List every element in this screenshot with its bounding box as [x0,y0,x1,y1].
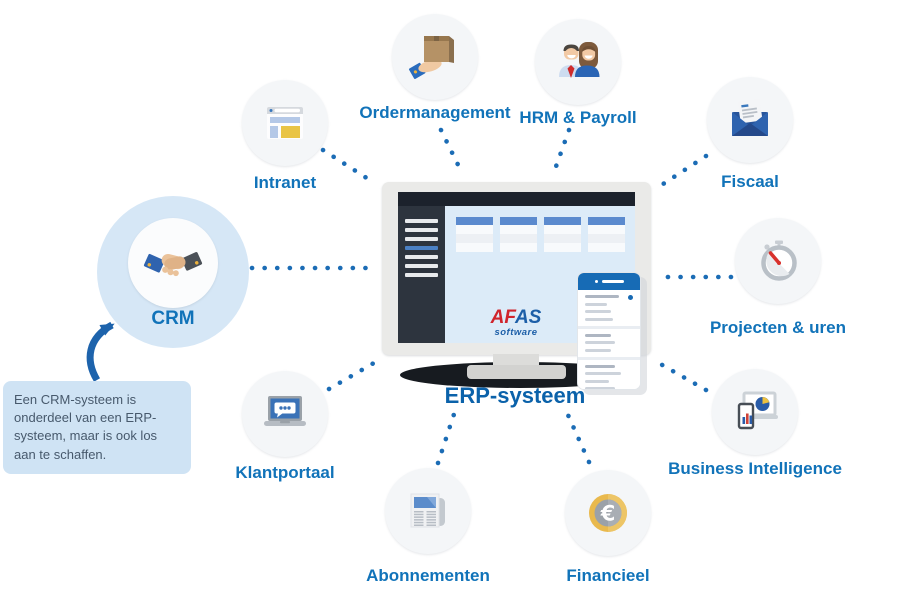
module-intranet: Intranet [185,80,385,193]
sidebar-menu-line-active [405,246,438,250]
module-label: Fiscaal [721,172,779,191]
kanban-column [588,217,625,252]
stopwatch-icon [735,218,821,304]
mobile-phone [577,272,641,390]
employees-icon [535,19,621,105]
module-crm: CRM [97,196,249,348]
afas-logo-blue: AS [514,307,542,328]
sidebar-menu-line [405,273,438,277]
phone-card [578,290,640,326]
module-label: Abonnementen [366,566,490,585]
newspaper-icon [385,468,471,554]
phone-card [578,328,640,357]
module-hrm-payroll: HRM & Payroll [478,19,678,128]
handshake-icon [128,218,218,308]
callout-arrow [86,321,115,382]
module-projecten-uren: Projecten & uren [678,218,878,338]
phone-speaker-icon [601,279,624,284]
module-klantportaal: Klantportaal [185,371,385,483]
line-abonnementen [435,402,460,466]
analytics-devices-icon [712,369,798,455]
line-klantportaal [326,357,382,392]
module-label: Intranet [253,173,317,192]
envelope-letter-icon [707,77,793,163]
phone-camera-icon [594,280,598,283]
module-label: CRM [151,308,195,329]
browser-window-icon [242,80,328,166]
phone-header [578,273,640,290]
euro-coin-icon: € [565,470,651,556]
afas-logo-subtitle: software [494,327,538,338]
sidebar-menu-line [405,219,438,223]
line-hrm-payroll [550,127,572,178]
svg-text:€: € [600,502,616,526]
line-fiscaal [654,153,709,191]
line-intranet [320,147,379,187]
line-ordermanagement [438,127,466,178]
module-label: Klantportaal [235,463,335,482]
crm-callout: Een CRM-systeem is onderdeel van een ERP… [3,381,191,474]
line-financieel [561,403,592,465]
module-abonnementen: Abonnementen [328,468,528,586]
monitor-stand-base [467,365,566,379]
module-business-intelligence: Business Intelligence [655,369,855,479]
monitor-stand-neck [493,354,539,368]
module-label: Ordermanagement [359,103,511,122]
laptop-chat-icon [242,371,328,457]
package-hand-icon [392,14,478,100]
screen-topbar [398,192,635,206]
sidebar-menu-line [405,237,438,241]
phone-card [578,359,640,389]
module-label: Projecten & uren [709,318,847,337]
screen-sidebar [398,206,445,343]
notification-dot [628,295,633,300]
module-label: Financieel [566,566,650,585]
module-ordermanagement: Ordermanagement [335,14,535,123]
module-financieel: € Financieel [508,470,708,586]
sidebar-menu-line [405,228,438,232]
sidebar-menu-line [405,264,438,268]
sidebar-menu-line [405,255,438,259]
module-fiscaal: Fiscaal [650,77,850,192]
afas-logo: AFAS software [486,308,546,338]
kanban-column [544,217,581,252]
erp-system-label: ERP-systeem [444,383,586,408]
kanban-column [456,217,493,252]
module-label: HRM & Payroll [519,108,637,127]
afas-logo-red: AF [490,307,515,328]
module-label: Business Intelligence [668,459,842,478]
kanban-column [500,217,537,252]
